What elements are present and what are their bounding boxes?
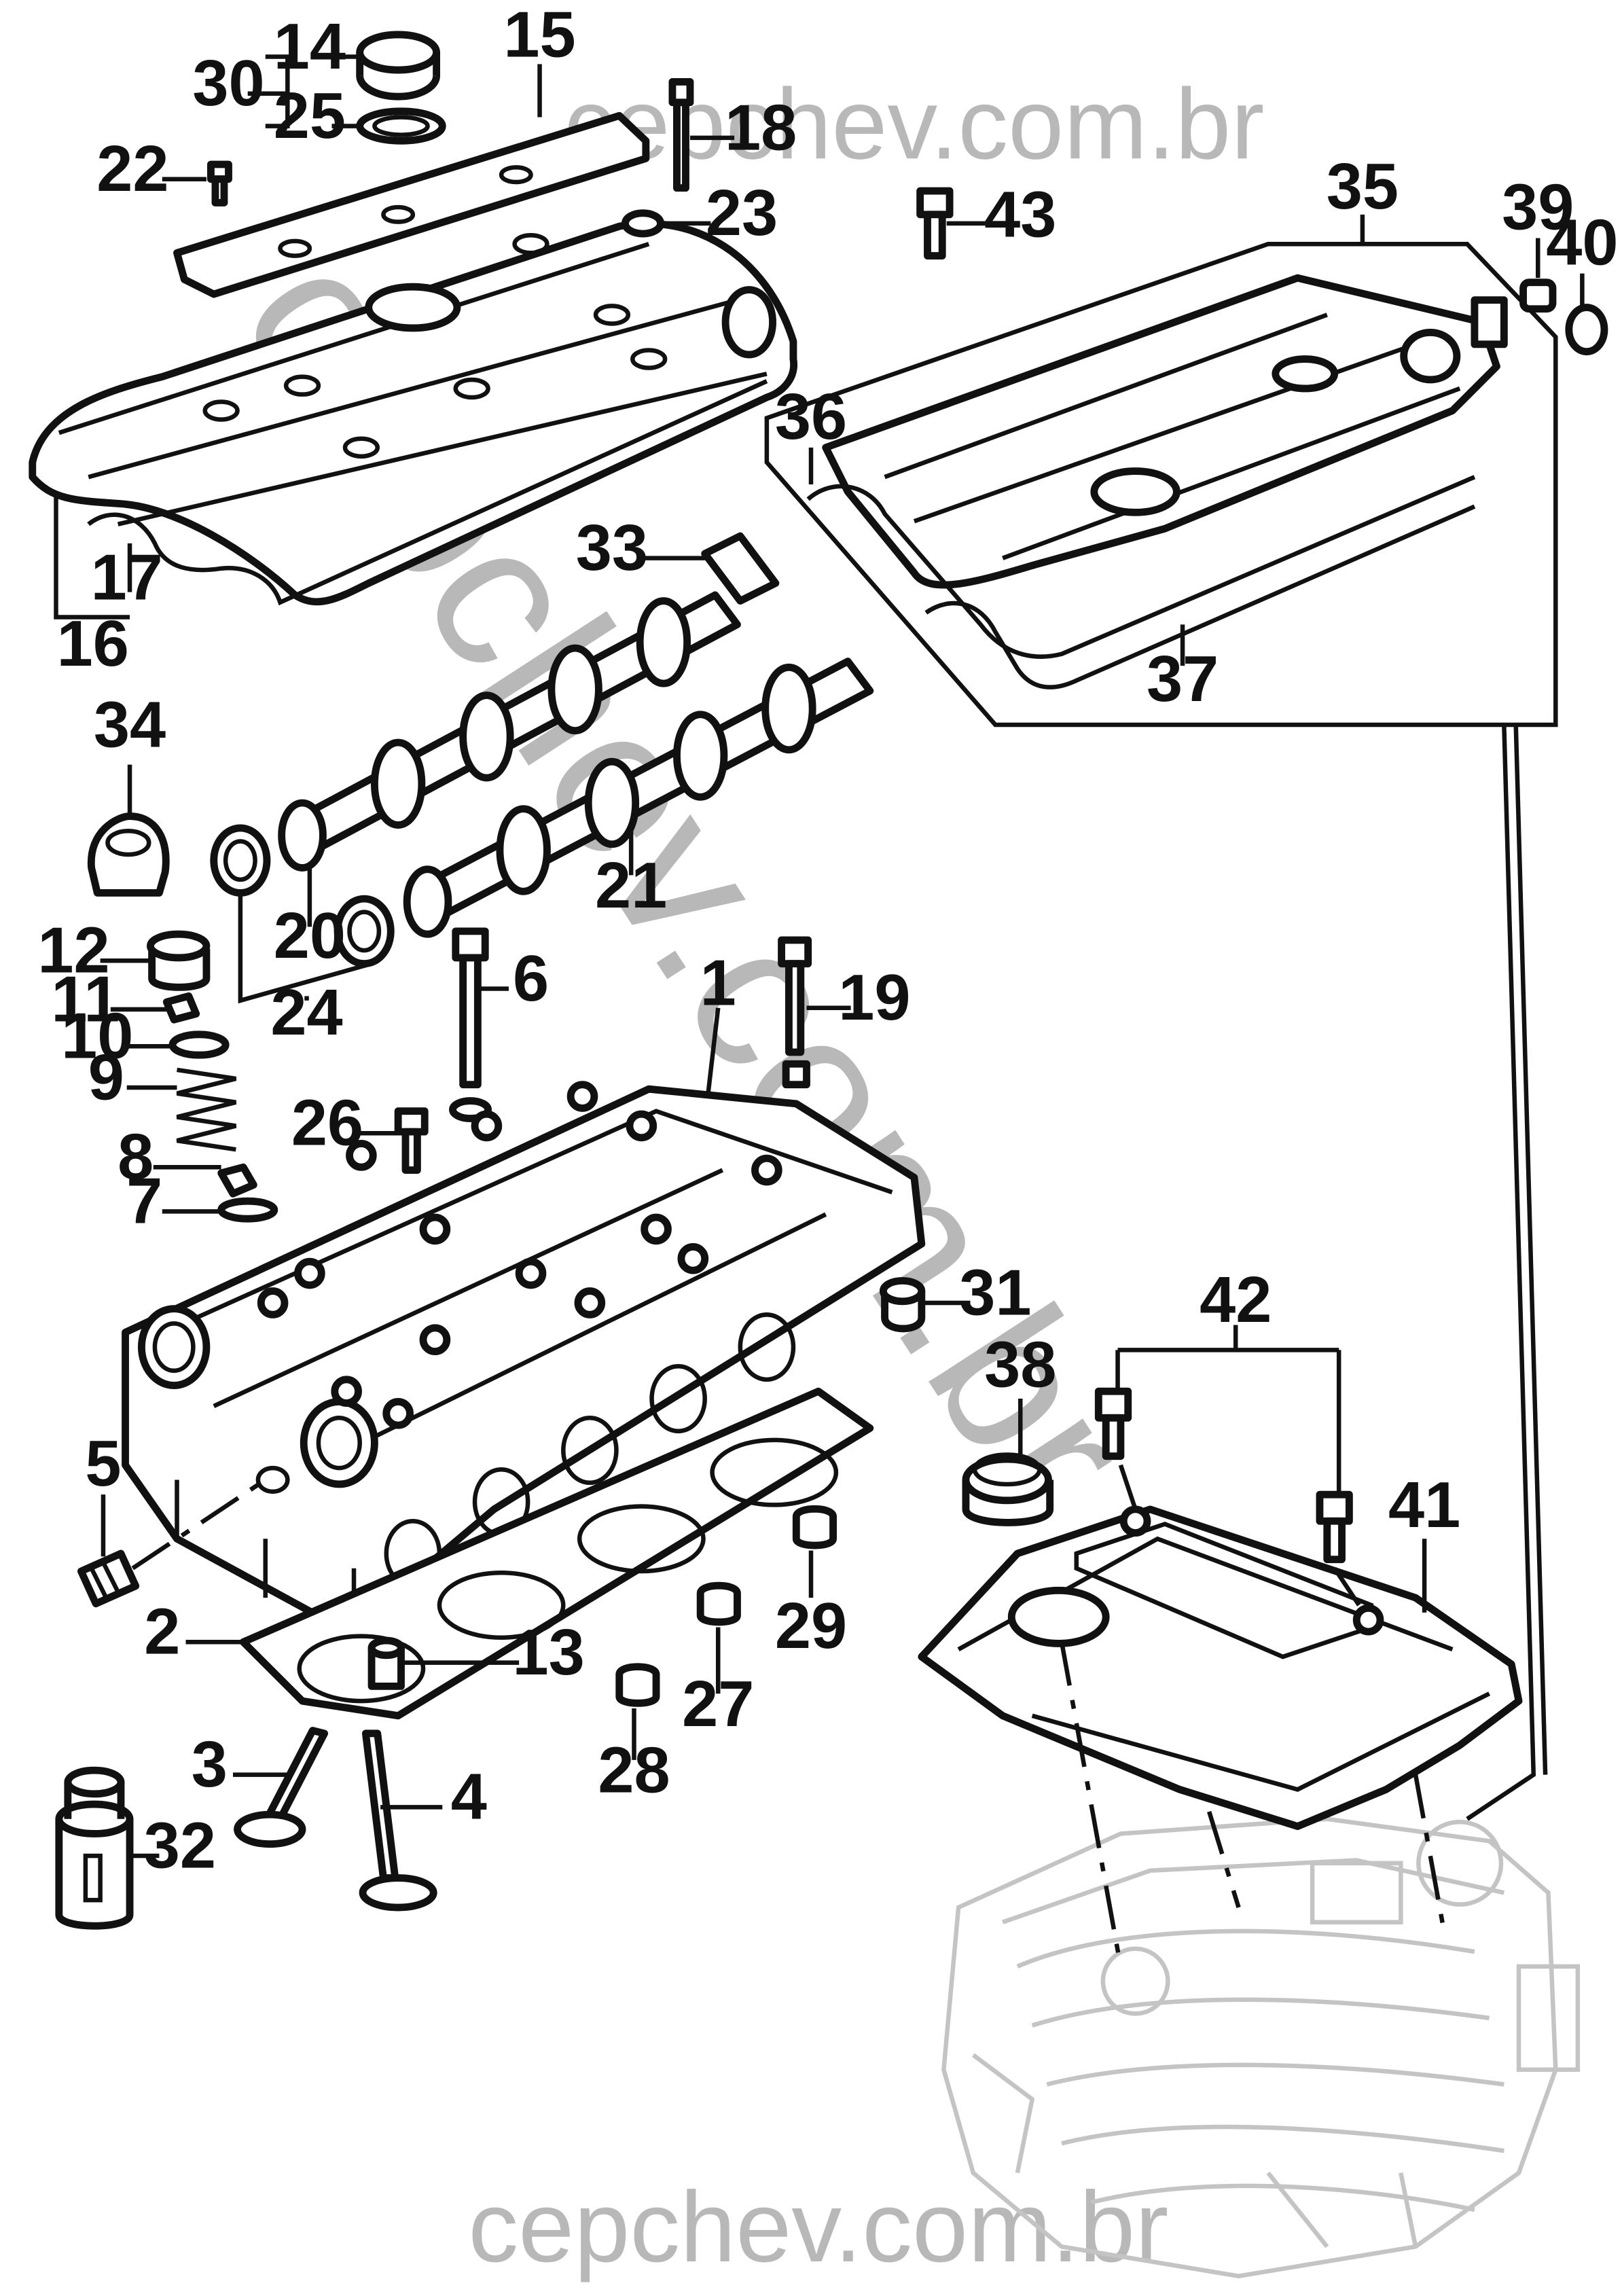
callout-12: 12: [37, 915, 109, 987]
callout-29: 29: [775, 1590, 847, 1662]
callout-41: 41: [1388, 1469, 1460, 1541]
callout-38: 38: [984, 1329, 1056, 1401]
callout-30: 30: [192, 48, 264, 120]
callout-31: 31: [959, 1257, 1031, 1329]
callout-23: 23: [706, 177, 778, 249]
alt-cover-body: [822, 274, 1500, 589]
bolt-6: [449, 927, 492, 1123]
seal-8: [217, 1163, 257, 1198]
callout-5: 5: [85, 1428, 121, 1500]
o-ring-23: [621, 209, 664, 238]
oil-filler-neck: [365, 283, 461, 332]
callout-10: 10: [61, 1001, 133, 1073]
valve-cap-34: [88, 812, 170, 897]
callout-17: 17: [91, 541, 163, 613]
alt-cover-port: [1471, 296, 1508, 348]
sleeve-32: [55, 1766, 134, 1930]
callout-28: 28: [598, 1735, 670, 1807]
camshaft-lower-21: [403, 658, 874, 938]
callout-40: 40: [1546, 207, 1618, 279]
callout-37: 37: [1147, 643, 1219, 715]
callout-2: 2: [144, 1596, 180, 1668]
callout-1: 1: [700, 947, 736, 1019]
camshaft-seals-24: [210, 824, 395, 968]
callout-27: 27: [682, 1668, 754, 1740]
alt-gasket-lower: [924, 504, 1476, 689]
callout-43: 43: [984, 179, 1056, 251]
cap-31: [879, 1276, 926, 1333]
callout-13: 13: [512, 1617, 584, 1689]
bolt-26: [394, 1107, 429, 1174]
spring-9: [176, 1067, 237, 1152]
callout-6: 6: [513, 943, 549, 1015]
engine-cover: [918, 1505, 1523, 1831]
callout-7: 7: [126, 1166, 162, 1238]
cover-body: [29, 219, 798, 606]
cover-top-plate: [173, 111, 650, 298]
callout-22: 22: [96, 133, 168, 205]
bearing-shells: [615, 1505, 837, 1707]
engine-background-illustration: [941, 1816, 1581, 2279]
cover-inset-box: [764, 241, 1608, 728]
alt-gasket-upper: [806, 475, 1476, 659]
cylinder-head: [122, 1081, 926, 1631]
callout-labels: 1 2 3 4 5 6 7 8 9 10 11 12 13 14 15 16 1…: [37, 0, 1618, 1882]
callout-33: 33: [576, 512, 648, 584]
cover-gasket: [87, 379, 768, 606]
callout-15: 15: [503, 0, 575, 71]
callout-36: 36: [775, 381, 847, 453]
callout-32: 32: [144, 1810, 216, 1882]
callout-26: 26: [291, 1088, 363, 1160]
watermark-bottom: cepchev.com.br: [468, 2171, 1168, 2283]
callout-4: 4: [451, 1761, 487, 1833]
callout-3: 3: [192, 1729, 228, 1801]
plug-5: [77, 1549, 140, 1608]
callout-39: 39: [1502, 172, 1574, 244]
callout-19: 19: [838, 962, 910, 1034]
bolts-42: [1094, 1387, 1353, 1564]
breather-port: [721, 286, 776, 359]
cap-39: [1519, 279, 1557, 313]
callout-11: 11: [51, 963, 120, 1035]
callout-14: 14: [274, 11, 346, 83]
callout-25: 25: [274, 80, 346, 152]
keeper-11: [162, 992, 200, 1024]
washer-7: [217, 1197, 278, 1223]
cam-bore-front-upper: [137, 1305, 211, 1389]
callout-16: 16: [57, 608, 129, 680]
valve-4: [359, 1729, 437, 1912]
head-gasket: [239, 1387, 874, 1720]
callout-42: 42: [1200, 1264, 1272, 1336]
callout-9: 9: [88, 1041, 124, 1113]
filler-cap-38: [962, 1452, 1054, 1526]
small-bolt-22: [207, 160, 232, 207]
block-33: [701, 532, 780, 605]
callout-34: 34: [94, 689, 166, 761]
camshaft-upper-20: [278, 591, 741, 872]
bolt-43: [916, 187, 954, 260]
long-bolt-18: [668, 78, 694, 192]
retainer-10: [168, 1030, 230, 1059]
callout-18: 18: [725, 92, 797, 164]
valve-3: [234, 1727, 329, 1848]
callout-8: 8: [118, 1122, 154, 1194]
dowel-13: [367, 1636, 405, 1690]
tappet-12: [147, 930, 211, 991]
cap-40: [1565, 304, 1608, 356]
cam-bore-front-lower: [300, 1397, 378, 1488]
oil-cap-and-seal: [356, 31, 446, 145]
callout-21: 21: [595, 850, 667, 922]
callout-35: 35: [1327, 151, 1399, 223]
callout-20: 20: [274, 900, 346, 972]
leader-lines: [54, 54, 1585, 1859]
camshaft-cover-assembly: [29, 111, 798, 606]
bolt-19: [778, 936, 812, 1089]
callout-24: 24: [270, 977, 342, 1049]
